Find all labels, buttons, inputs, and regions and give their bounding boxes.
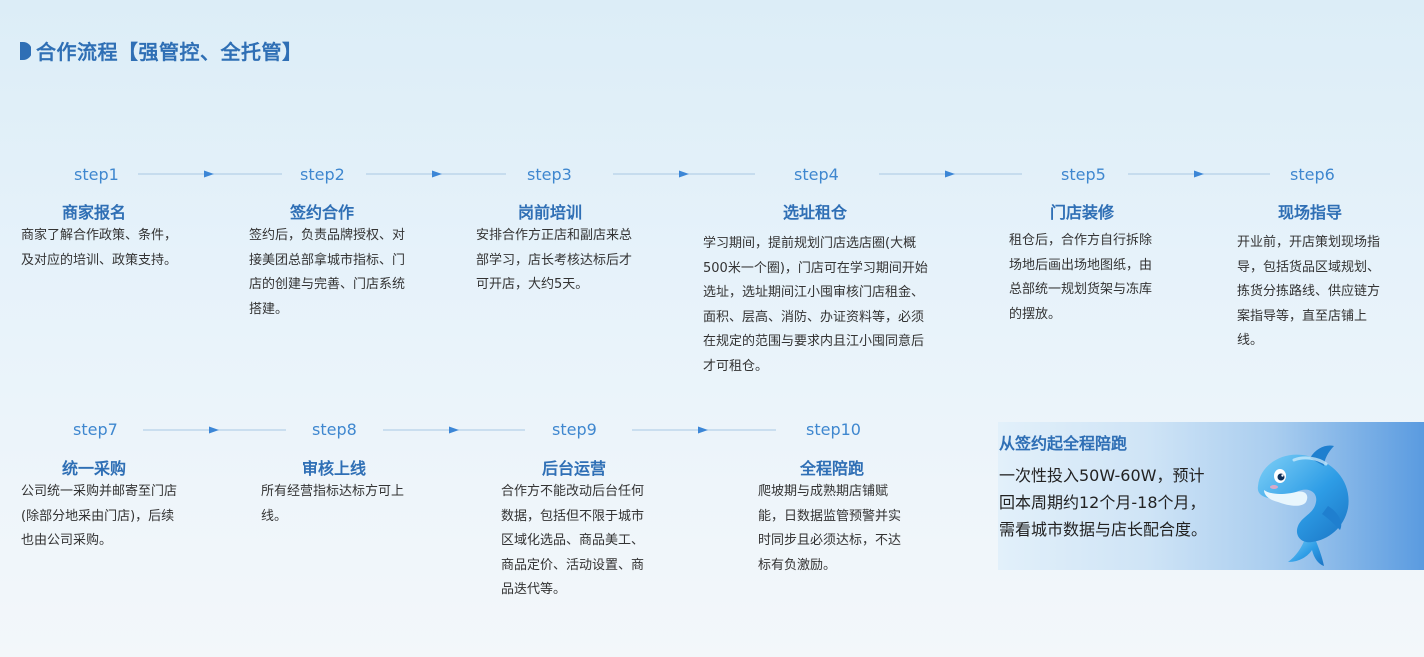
- step4-name: 选址租仓: [783, 203, 848, 222]
- step8-label: step8: [312, 420, 357, 439]
- title-marker-icon: [20, 41, 31, 60]
- step8-desc: 所有经营指标达标方可上线。: [261, 484, 405, 524]
- step3-label: step3: [527, 165, 572, 184]
- step8-name: 审核上线: [302, 459, 367, 478]
- step2-label: step2: [300, 165, 345, 184]
- step4-label: step4: [794, 165, 839, 184]
- step6-desc: 开业前，开店策划现场指导，包括货品区域规划、拣货分拣路线、供应链方案指导等，直至…: [1237, 235, 1381, 348]
- flow-arrow-1-2: [138, 170, 282, 178]
- step2-desc: 签约后，负责品牌授权、对接美团总部拿城市指标、门店的创建与完善、门店系统搭建。: [249, 228, 406, 317]
- step1-name: 商家报名: [62, 203, 127, 222]
- flow-arrow-2-3: [366, 170, 506, 178]
- step7-label: step7: [73, 420, 118, 439]
- step7-name: 统一采购: [62, 459, 127, 478]
- step9-label: step9: [552, 420, 597, 439]
- step2-name: 签约合作: [290, 203, 355, 222]
- step10-desc: 爬坡期与成熟期店铺赋能，日数据监管预警并实时同步且必须达标，不达标有负激励。: [758, 484, 902, 573]
- page-title: 合作流程【强管控、全托管】: [36, 40, 303, 64]
- flow-arrow-3-4: [613, 170, 755, 178]
- step6-label: step6: [1290, 165, 1335, 184]
- step1-desc: 商家了解合作政策、条件，及对应的培训、政策支持。: [21, 228, 178, 268]
- promo-panel: 从签约起全程陪跑 一次性投入50W-60W，预计回本周期约12个月-18个月，需…: [998, 422, 1424, 570]
- step9-desc: 合作方不能改动后台任何数据，包括但不限于城市区域化选品、商品美工、商品定价、活动…: [501, 484, 645, 597]
- step6-name: 现场指导: [1278, 203, 1343, 222]
- step9-name: 后台运营: [542, 459, 607, 478]
- promo-text: 一次性投入50W-60W，预计回本周期约12个月-18个月，需看城市数据与店长配…: [999, 466, 1208, 539]
- step1-label: step1: [74, 165, 119, 184]
- step10-label: step10: [806, 420, 861, 439]
- step3-name: 岗前培训: [518, 203, 583, 222]
- flow-arrow-8-9: [383, 426, 525, 434]
- flow-arrow-4-5: [879, 170, 1022, 178]
- step5-label: step5: [1061, 165, 1106, 184]
- step7-desc: 公司统一采购并邮寄至门店(除部分地采由门店)，后续也由公司采购。: [21, 484, 178, 548]
- step5-name: 门店装修: [1050, 203, 1115, 222]
- step4-desc: 学习期间，提前规划门店选店圈(大概500米一个圈)，门店可在学习期间开始选址，选…: [703, 236, 928, 374]
- dolphin-mascot-icon: [1257, 445, 1349, 566]
- step3-desc: 安排合作方正店和副店来总部学习，店长考核达标后才可开店，大约5天。: [476, 228, 633, 292]
- flow-arrow-5-6: [1128, 170, 1270, 178]
- step10-name: 全程陪跑: [800, 459, 865, 478]
- flow-arrow-9-10: [632, 426, 776, 434]
- step5-desc: 租仓后，合作方自行拆除场地后画出场地图纸，由总部统一规划货架与冻库的摆放。: [1009, 233, 1153, 322]
- section-header: 合作流程【强管控、全托管】: [20, 36, 303, 65]
- promo-title: 从签约起全程陪跑: [999, 434, 1128, 453]
- flow-arrow-7-8: [143, 426, 286, 434]
